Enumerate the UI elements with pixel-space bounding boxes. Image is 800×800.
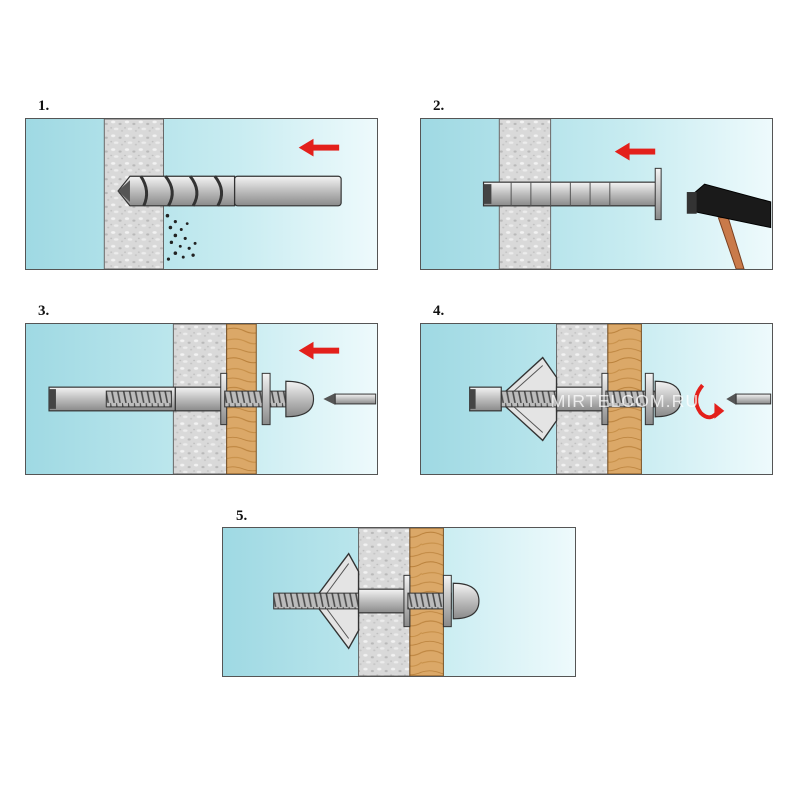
screwdriver-icon (323, 393, 377, 405)
hammer-icon (686, 183, 772, 269)
step-5-panel (222, 527, 576, 677)
dust-particles-icon (165, 213, 197, 261)
arrow-left-icon (298, 341, 340, 360)
step-5-label: 5. (236, 508, 248, 524)
step-1-label: 1. (38, 98, 50, 114)
watermark-text: MIRTELCOM.RU (551, 391, 700, 411)
rotate-arrow-icon (694, 383, 725, 420)
step-3-panel (25, 323, 378, 475)
drill-bit-icon (117, 175, 342, 207)
step-1-panel (25, 118, 378, 270)
screw-icon (273, 574, 480, 628)
step-4-panel: MIRTELCOM.RU (420, 323, 773, 475)
anchor-sleeve-icon (482, 167, 662, 221)
screw-icon (500, 372, 682, 426)
arrow-left-icon (614, 142, 656, 161)
step-2-label: 2. (433, 98, 445, 114)
screwdriver-icon (726, 393, 772, 405)
step-2-panel (420, 118, 773, 270)
screw-icon (105, 372, 315, 426)
step-3-label: 3. (38, 303, 50, 319)
step-4-label: 4. (433, 303, 445, 319)
arrow-left-icon (298, 138, 340, 157)
